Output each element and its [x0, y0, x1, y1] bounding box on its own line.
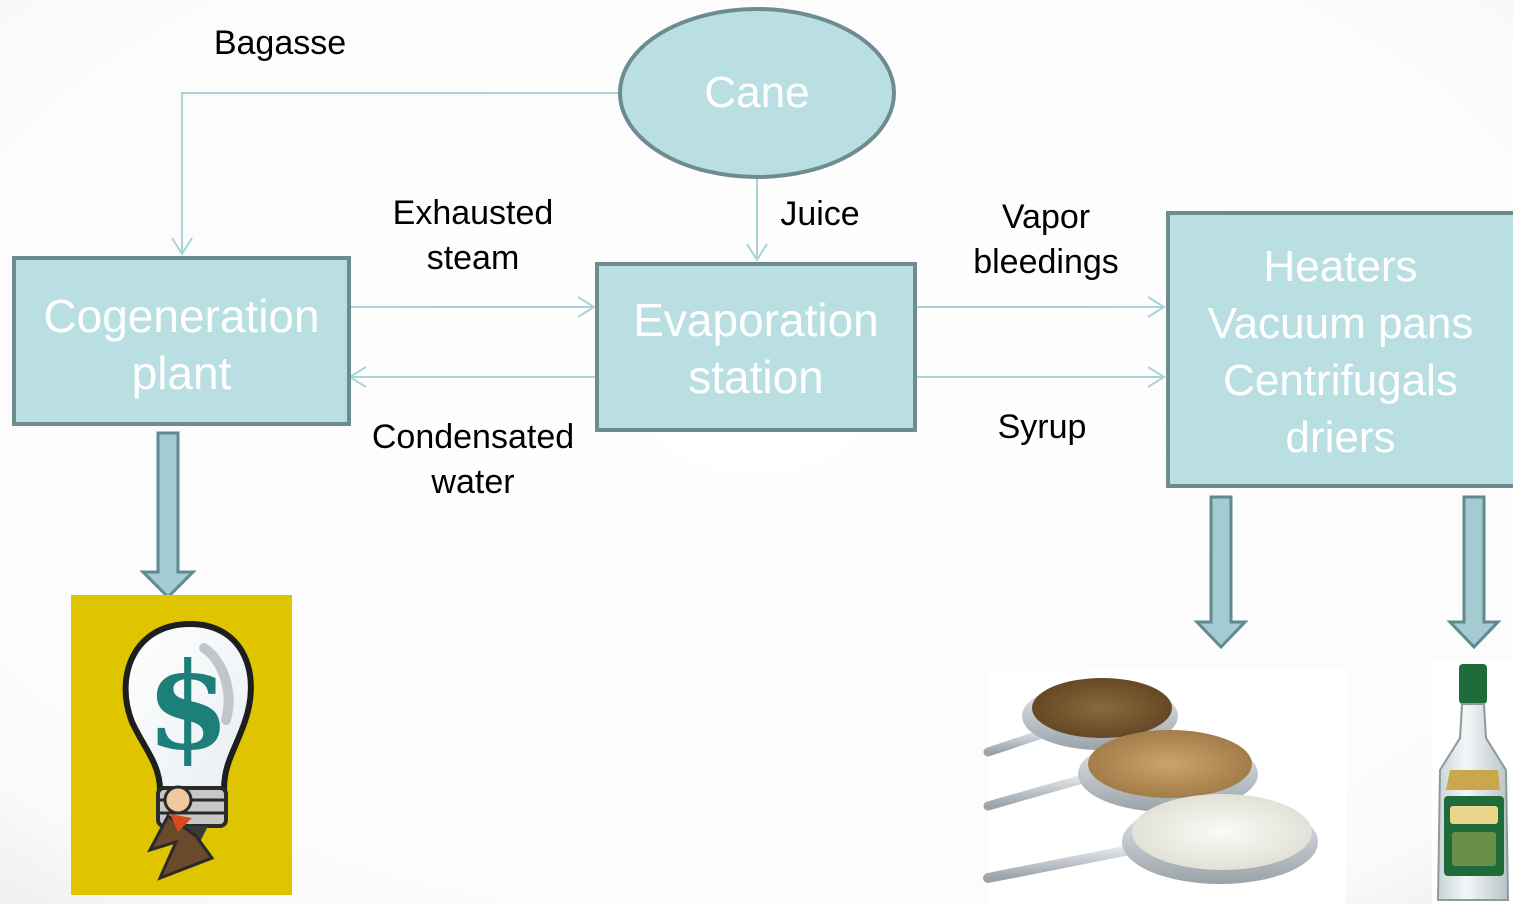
juice-label-text: Juice — [760, 192, 880, 237]
lightbulb-dollar-image: $ — [71, 595, 292, 895]
cogeneration-plant-label: Cogeneration plant — [14, 288, 349, 402]
evaporation-label-line-2: station — [597, 349, 915, 406]
heaters-label-line-3: Centrifugals — [1168, 352, 1513, 409]
vapor-bleedings-label-line-1: Vapor — [946, 195, 1146, 240]
cane-label: Cane — [620, 71, 894, 115]
sugar-spoons-image — [988, 668, 1346, 904]
condensated-water-label-line-1: Condensated — [352, 415, 594, 460]
cogeneration-label-line-2: plant — [14, 345, 349, 402]
svg-text:$: $ — [146, 636, 230, 777]
vapor-bleedings-label-line-2: bleedings — [946, 240, 1146, 285]
vapor-bleedings-label: Vapor bleedings — [946, 195, 1146, 285]
bagasse-label-text: Bagasse — [180, 21, 380, 66]
evaporation-label-line-1: Evaporation — [597, 292, 915, 349]
syrup-label-text: Syrup — [972, 405, 1112, 450]
juice-label: Juice — [760, 192, 880, 237]
heaters-label: Heaters Vacuum pans Centrifugals driers — [1168, 238, 1513, 466]
exhausted-steam-label: Exhausted steam — [362, 191, 584, 281]
condensated-water-label-line-2: water — [352, 460, 594, 505]
rum-bottle-image — [1432, 660, 1513, 904]
exhausted-steam-label-line-2: steam — [362, 236, 584, 281]
syrup-label: Syrup — [972, 405, 1112, 450]
cogeneration-label-line-1: Cogeneration — [14, 288, 349, 345]
heaters-label-line-4: driers — [1168, 409, 1513, 466]
heaters-label-line-2: Vacuum pans — [1168, 295, 1513, 352]
cane-label-text: Cane — [620, 71, 894, 115]
exhausted-steam-label-line-1: Exhausted — [362, 191, 584, 236]
condensated-water-label: Condensated water — [352, 415, 594, 505]
evaporation-station-label: Evaporation station — [597, 292, 915, 406]
bagasse-label: Bagasse — [180, 21, 380, 66]
heaters-label-line-1: Heaters — [1168, 238, 1513, 295]
